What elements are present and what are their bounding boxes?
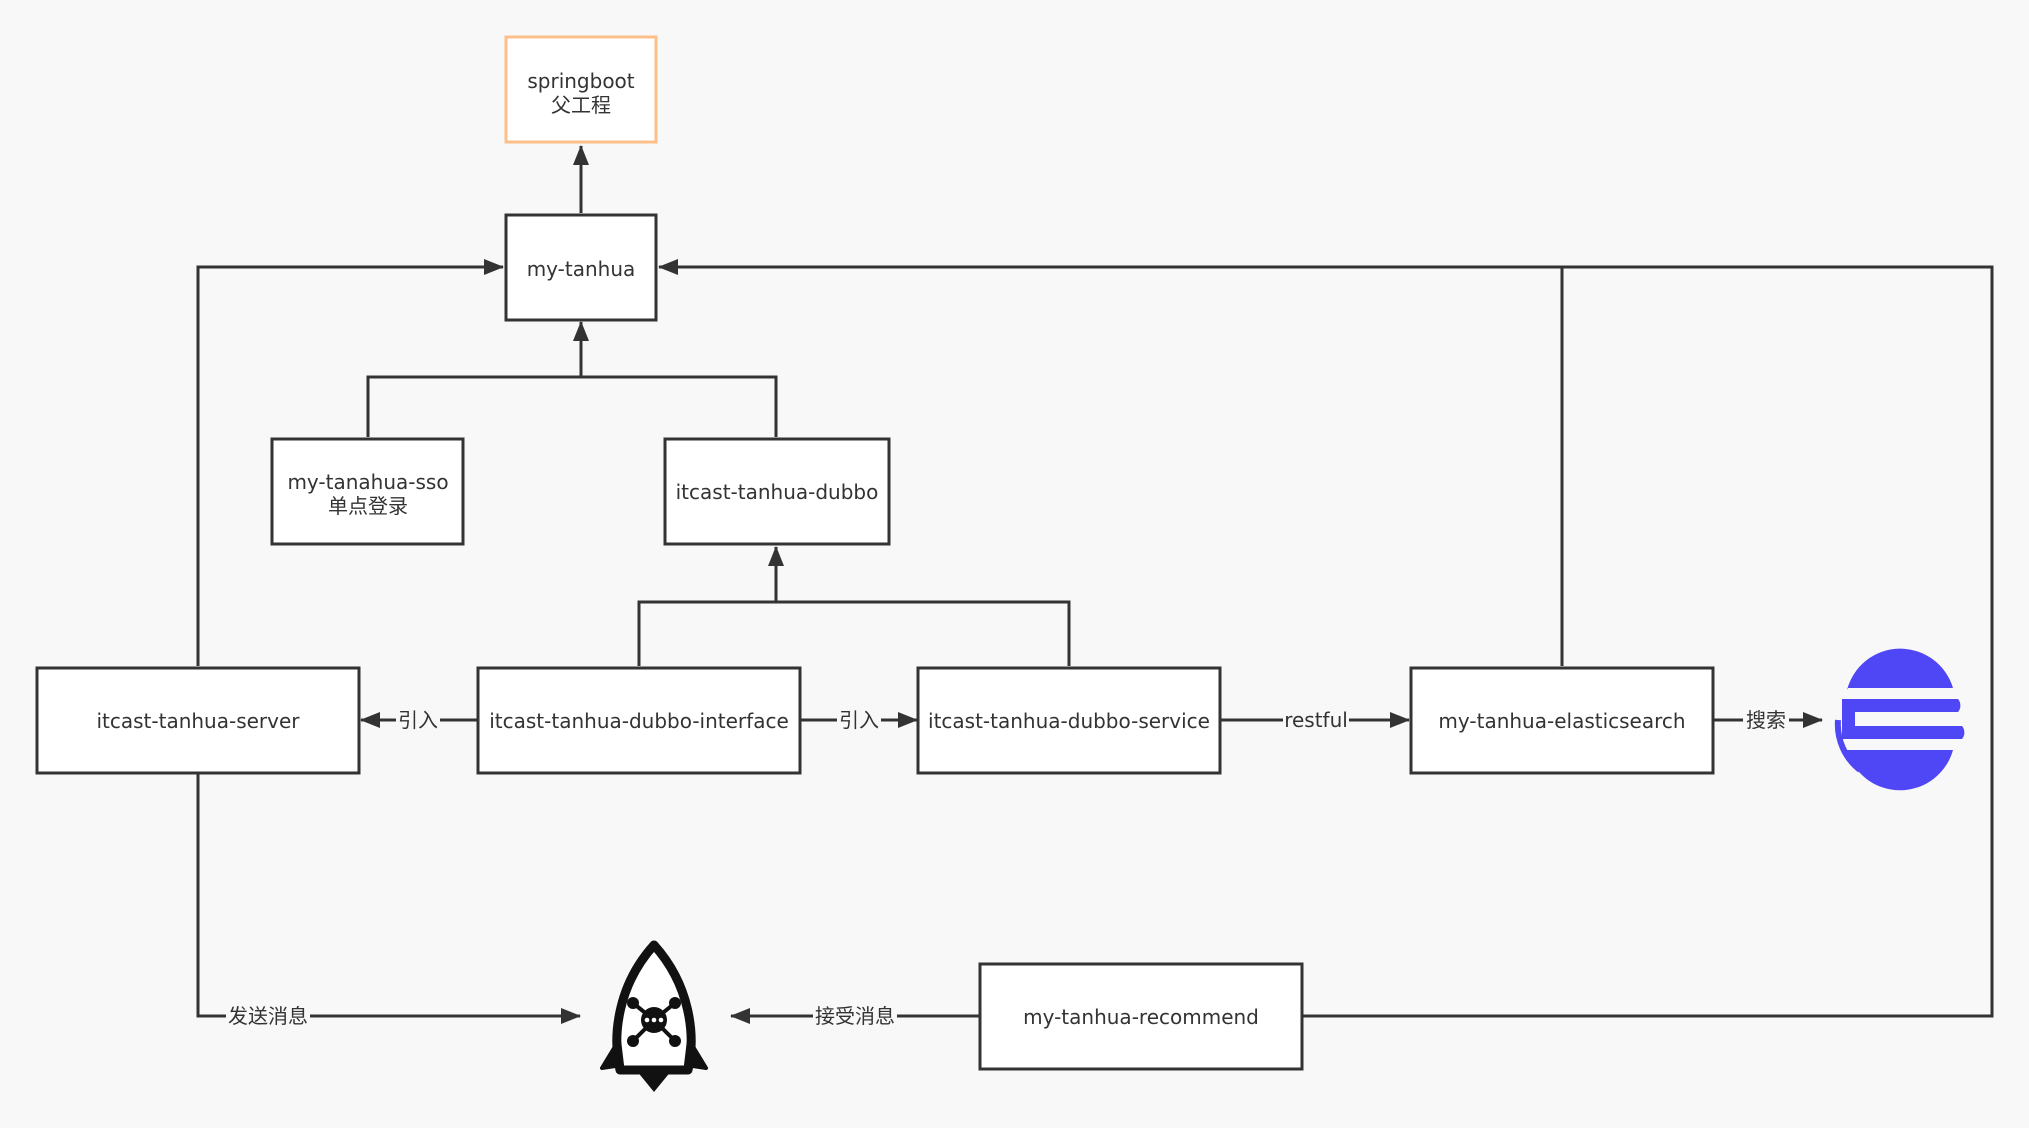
node-dubbo[interactable]: itcast-tanhua-dubbo bbox=[663, 437, 891, 546]
node-recommend-label: my-tanhua-recommend bbox=[1023, 1005, 1259, 1029]
edge-label-restful: restful bbox=[1284, 708, 1348, 732]
node-server[interactable]: itcast-tanhua-server bbox=[35, 666, 361, 775]
node-dubbo-label: itcast-tanhua-dubbo bbox=[676, 480, 879, 504]
edge-recommend-to-mytanhua bbox=[658, 259, 1994, 1018]
node-service[interactable]: itcast-tanhua-dubbo-service bbox=[916, 666, 1222, 775]
edge-labels: 引入 引入 restful 搜索 发送消息 接受消息 bbox=[226, 707, 1789, 1029]
node-elasticsearch-label: my-tanhua-elasticsearch bbox=[1438, 709, 1685, 733]
node-elasticsearch[interactable]: my-tanhua-elasticsearch bbox=[1409, 666, 1715, 775]
edge-label-receive-message: 接受消息 bbox=[815, 1004, 895, 1028]
edge-dubbo-to-mytanhua bbox=[573, 321, 778, 437]
edge-service-to-dubbo bbox=[768, 546, 1071, 666]
edge-label-search: 搜索 bbox=[1746, 708, 1786, 732]
edge-server-to-mytanhua bbox=[196, 259, 504, 666]
node-sso-title: my-tanahua-sso bbox=[287, 470, 448, 494]
node-my-tanhua-label: my-tanhua bbox=[527, 257, 636, 281]
edge-sso-to-mytanhua bbox=[366, 375, 581, 437]
edge-label-interface-to-service: 引入 bbox=[839, 708, 879, 732]
node-server-label: itcast-tanhua-server bbox=[96, 709, 300, 733]
edge-label-interface-to-server: 引入 bbox=[398, 708, 438, 732]
node-sso-subtitle: 单点登录 bbox=[328, 494, 408, 518]
node-interface-label: itcast-tanhua-dubbo-interface bbox=[489, 709, 789, 733]
edge-server-to-mq bbox=[196, 773, 581, 1024]
elasticsearch-logo-icon bbox=[1834, 648, 1965, 791]
node-service-label: itcast-tanhua-dubbo-service bbox=[928, 709, 1210, 733]
node-my-tanhua[interactable]: my-tanhua bbox=[504, 213, 658, 322]
connectors bbox=[196, 145, 1994, 1024]
node-sso[interactable]: my-tanahua-sso 单点登录 bbox=[270, 437, 465, 546]
node-springboot[interactable]: springboot 父工程 bbox=[504, 35, 658, 144]
edge-interface-to-dubbo bbox=[637, 600, 776, 666]
node-springboot-subtitle: 父工程 bbox=[551, 93, 611, 117]
edge-label-send-message: 发送消息 bbox=[228, 1004, 308, 1028]
node-interface[interactable]: itcast-tanhua-dubbo-interface bbox=[476, 666, 802, 775]
node-springboot-title: springboot bbox=[527, 69, 634, 93]
node-recommend[interactable]: my-tanhua-recommend bbox=[978, 962, 1304, 1071]
rocketmq-logo-icon bbox=[600, 940, 708, 1092]
